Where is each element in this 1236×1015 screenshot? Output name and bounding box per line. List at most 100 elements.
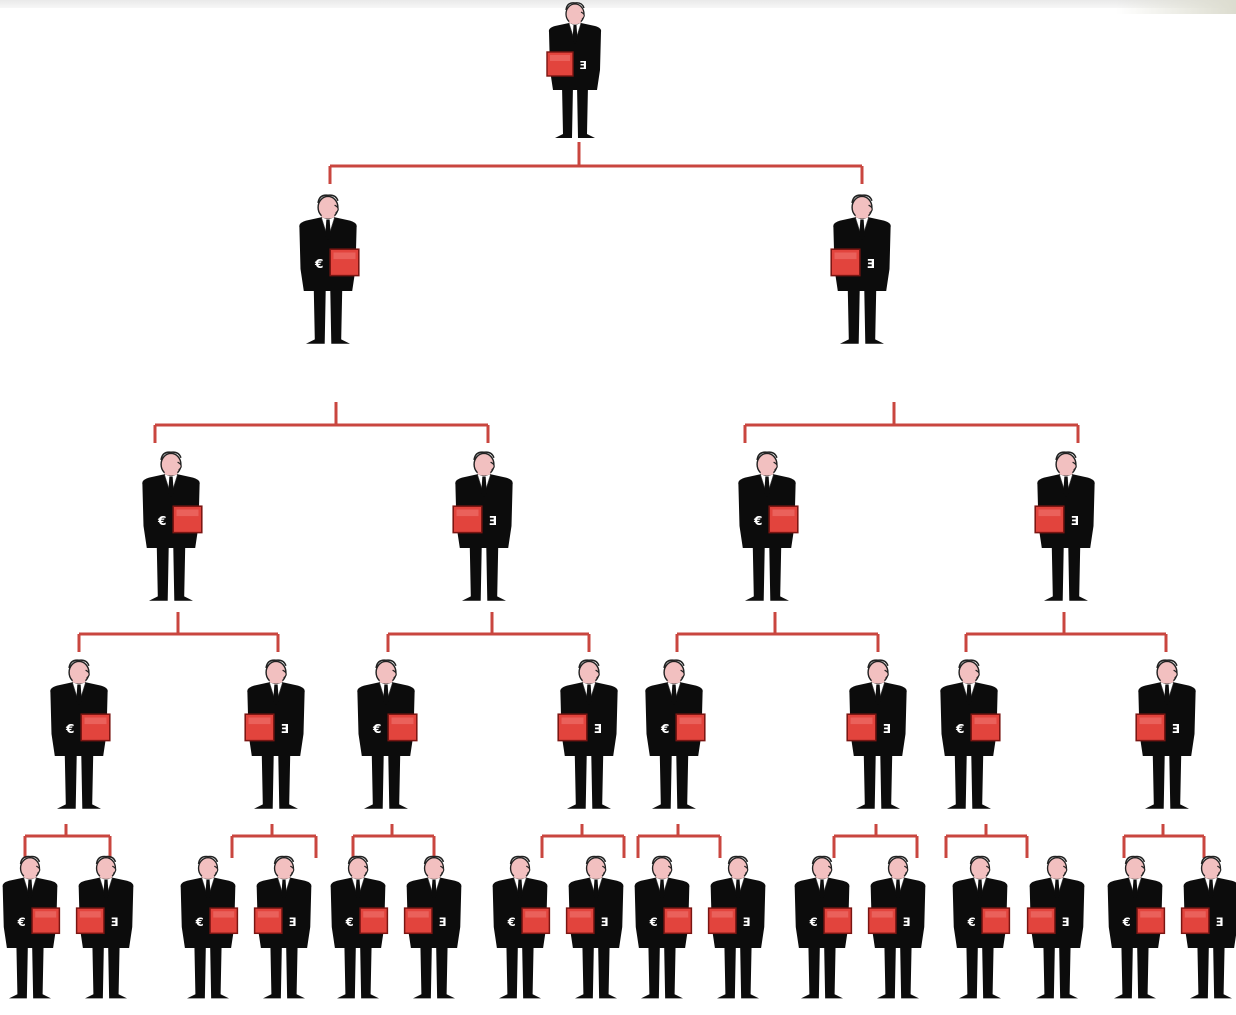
hair-line	[1156, 659, 1178, 669]
box-highlight	[176, 509, 199, 517]
right-leg	[1068, 542, 1088, 601]
hair-line	[1055, 451, 1077, 461]
nose	[490, 461, 495, 471]
euro-mark: Ǝ	[594, 722, 602, 736]
euro-mark: Ǝ	[1061, 915, 1069, 929]
euro-mark: €	[955, 722, 964, 736]
neck	[582, 678, 596, 684]
hair-line	[867, 659, 889, 669]
neck	[760, 470, 774, 476]
neck	[1160, 678, 1174, 684]
red-box	[1180, 907, 1210, 935]
red-box	[172, 505, 203, 534]
person-figure: Ǝ	[75, 855, 134, 999]
connector-group	[540, 824, 626, 858]
neck	[891, 874, 905, 879]
person-figure: €	[1107, 855, 1166, 999]
neck	[962, 678, 976, 684]
connector-group	[743, 402, 1080, 443]
connector-group	[1122, 824, 1206, 858]
necktie	[325, 219, 331, 241]
left-leg	[1190, 942, 1209, 999]
person-figure: €	[2, 855, 61, 999]
left-leg	[555, 85, 573, 138]
neck	[815, 874, 829, 879]
neck	[379, 678, 393, 684]
euro-mark: €	[17, 915, 26, 929]
left-leg	[187, 942, 206, 999]
box-highlight	[84, 717, 107, 725]
nose	[392, 669, 397, 679]
euro-mark: €	[967, 915, 976, 929]
nose	[680, 669, 685, 679]
euro-mark: €	[372, 722, 381, 736]
neck	[1128, 874, 1142, 879]
person-figure: €	[738, 451, 799, 601]
person-figure: Ǝ	[1135, 659, 1196, 809]
corner-decoration	[1116, 0, 1236, 14]
necktie	[735, 879, 741, 900]
connector-group	[351, 824, 436, 858]
red-box	[521, 907, 551, 935]
left-leg	[364, 750, 384, 809]
necktie	[671, 684, 677, 706]
necktie	[1054, 879, 1060, 900]
person-figure: Ǝ	[546, 2, 602, 138]
person-figure: €	[50, 659, 111, 809]
left-leg	[947, 750, 967, 809]
box-highlight	[569, 911, 591, 918]
red-box	[1026, 907, 1056, 935]
neck	[1050, 874, 1064, 879]
hair-line	[95, 855, 117, 865]
hair-line	[347, 855, 369, 865]
box-highlight	[1184, 911, 1206, 918]
hair-line	[1124, 855, 1146, 865]
connector-lines	[23, 142, 1206, 858]
right-leg	[900, 942, 919, 999]
nose	[1173, 669, 1178, 679]
right-leg	[1169, 750, 1189, 809]
box-highlight	[456, 509, 479, 517]
person-figure: Ǝ	[1034, 451, 1095, 601]
connector-group	[944, 824, 1029, 858]
neck	[351, 874, 365, 879]
connector-group	[386, 612, 591, 652]
nose	[1072, 461, 1077, 471]
box-highlight	[561, 717, 584, 725]
euro-mark: €	[649, 915, 658, 929]
red-box	[80, 713, 111, 742]
necktie	[281, 879, 287, 900]
connector-group	[23, 824, 112, 858]
box-highlight	[985, 911, 1007, 918]
box-highlight	[1038, 509, 1061, 517]
right-leg	[598, 942, 617, 999]
hair-line	[1200, 855, 1222, 865]
right-leg	[388, 750, 408, 809]
necktie	[517, 879, 523, 900]
box-highlight	[834, 252, 857, 260]
left-leg	[149, 542, 169, 601]
person-figure: €	[645, 659, 706, 809]
left-leg	[877, 942, 896, 999]
neck	[477, 470, 491, 476]
box-highlight	[1030, 911, 1052, 918]
box-highlight	[550, 55, 570, 61]
box-highlight	[363, 911, 385, 918]
neck	[855, 213, 869, 219]
nose	[282, 669, 287, 679]
right-leg	[173, 542, 193, 601]
hair-line	[19, 855, 41, 865]
left-leg	[575, 942, 594, 999]
left-leg	[717, 942, 736, 999]
left-leg	[1044, 542, 1064, 601]
left-leg	[1114, 942, 1133, 999]
person-figure: Ǝ	[830, 194, 891, 344]
right-leg	[108, 942, 127, 999]
neck	[99, 874, 113, 879]
euro-mark: Ǝ	[883, 722, 891, 736]
box-highlight	[667, 911, 689, 918]
red-box	[546, 51, 574, 77]
neck	[201, 874, 215, 879]
nose	[526, 865, 531, 874]
box-highlight	[257, 911, 279, 918]
